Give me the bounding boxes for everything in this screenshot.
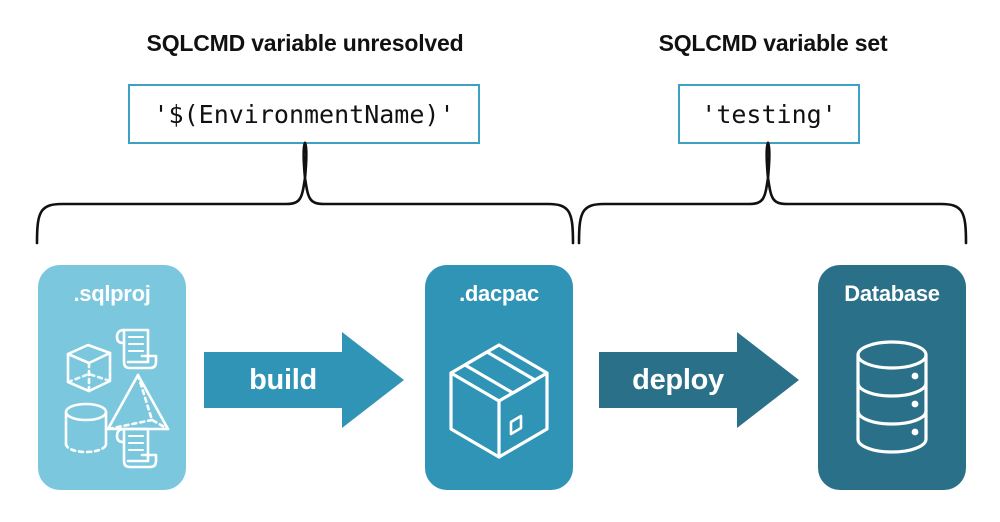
database-status-dots	[911, 372, 919, 436]
arrow-right-icon	[204, 332, 404, 428]
card-database-label: Database	[844, 281, 940, 306]
cube-icon	[66, 343, 112, 393]
sqlproj-artifacts-group	[64, 328, 170, 469]
scroll-icon	[115, 427, 158, 469]
card-sqlproj-label: .sqlproj	[73, 281, 151, 306]
arrow-build-label: build	[249, 364, 317, 396]
arrow-deploy-label: deploy	[632, 364, 724, 396]
card-sqlproj[interactable]: .sqlproj	[38, 265, 186, 490]
card-dacpac[interactable]: .dacpac	[425, 265, 573, 490]
arrow-right-icon	[599, 332, 799, 428]
brace-right-icon	[577, 141, 968, 245]
card-database[interactable]: Database	[818, 265, 966, 490]
arrow-deploy: deploy	[595, 330, 815, 430]
code-box-testing: 'testing'	[678, 84, 860, 144]
arrow-build: build	[200, 330, 420, 430]
database-cylinder-icon	[856, 340, 928, 454]
scroll-icon	[115, 328, 158, 370]
heading-sqlcmd-variable-set: SQLCMD variable set	[658, 30, 888, 56]
heading-sqlcmd-variable-unresolved: SQLCMD variable unresolved	[146, 30, 464, 56]
card-dacpac-label: .dacpac	[459, 281, 539, 306]
database-cylinder-group	[856, 340, 928, 454]
package-box-icon	[449, 343, 549, 459]
pyramid-icon	[106, 373, 170, 431]
brace-group	[35, 141, 968, 245]
code-box-environment-name: '$(EnvironmentName)'	[128, 84, 480, 144]
dacpac-package-group	[449, 343, 549, 459]
brace-left-icon	[35, 141, 575, 245]
cylinder-icon	[64, 402, 108, 454]
